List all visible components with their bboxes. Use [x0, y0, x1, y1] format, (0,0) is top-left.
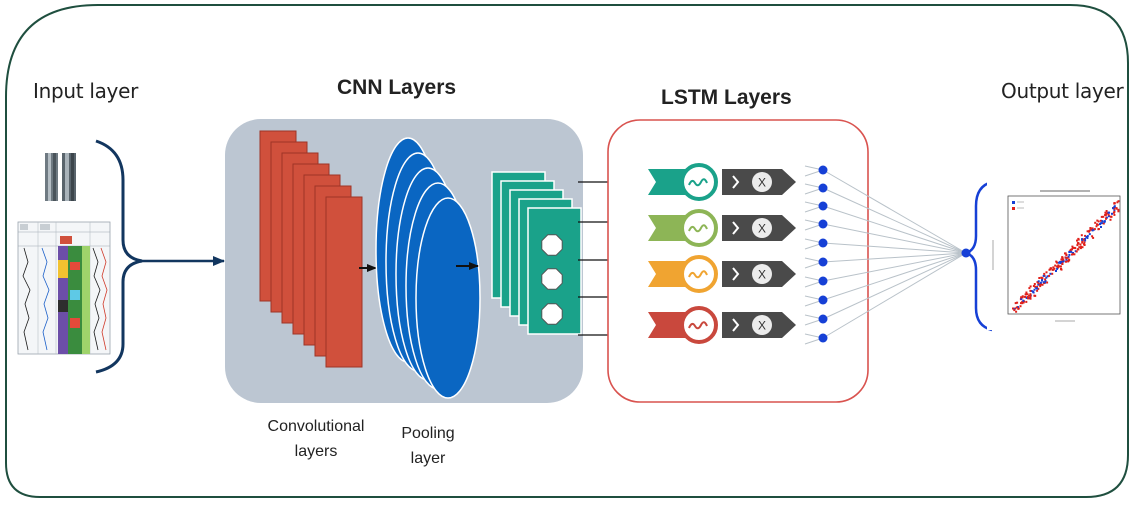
lstm-cells: X X X X — [648, 163, 796, 344]
dense-node — [818, 257, 828, 267]
output-layer-label: Output layer — [1001, 79, 1124, 103]
convolutional-layers-label: Convolutional layers — [267, 418, 365, 460]
multiply-gate-icon — [752, 218, 772, 238]
cnn-layers-title: CNN Layers — [337, 76, 457, 99]
dense-node — [818, 333, 828, 343]
dense-node — [818, 219, 828, 229]
dense-node — [818, 276, 828, 286]
lstm-cell: X — [648, 209, 796, 247]
memory-cell-icon — [680, 163, 718, 201]
multiply-gate-icon — [752, 264, 772, 284]
lstm-layers-title: LSTM Layers — [661, 86, 792, 109]
output-scatter-plot — [987, 180, 1127, 330]
dense-node — [818, 183, 828, 193]
gate-label: X — [758, 319, 766, 333]
outer-frame — [5, 4, 1129, 498]
lstm-cell: X — [648, 306, 796, 344]
conv-layer — [325, 196, 363, 368]
pooling-layers — [375, 137, 481, 399]
dense-node — [818, 314, 828, 324]
lstm-cell: X — [648, 163, 796, 201]
input-core-images — [45, 153, 76, 201]
multiply-gate-icon — [752, 172, 772, 192]
input-layer-label: Input layer — [33, 79, 139, 103]
dense-node — [818, 201, 828, 211]
pool-cell-octagon — [541, 234, 563, 256]
gate-label: X — [758, 176, 766, 190]
brace-icon — [961, 180, 993, 332]
pool-cell-octagon — [541, 303, 563, 325]
convolutional-layers — [259, 130, 363, 368]
dense-node — [818, 238, 828, 248]
memory-cell-icon — [680, 306, 718, 344]
pool-cell-octagon — [541, 268, 563, 290]
multiply-gate-icon — [752, 315, 772, 335]
gate-label: X — [758, 222, 766, 236]
pooling-layer-label: Pooling layer — [401, 425, 455, 467]
input-well-log — [17, 221, 111, 355]
gate-label: X — [758, 268, 766, 282]
lstm-cell: X — [648, 255, 796, 293]
feature-maps — [491, 171, 582, 335]
dense-node — [818, 165, 828, 175]
dense-nodes — [818, 165, 828, 343]
pool-layer — [415, 197, 481, 399]
memory-cell-icon — [680, 209, 718, 247]
memory-cell-icon — [680, 255, 718, 293]
dense-node — [818, 295, 828, 305]
